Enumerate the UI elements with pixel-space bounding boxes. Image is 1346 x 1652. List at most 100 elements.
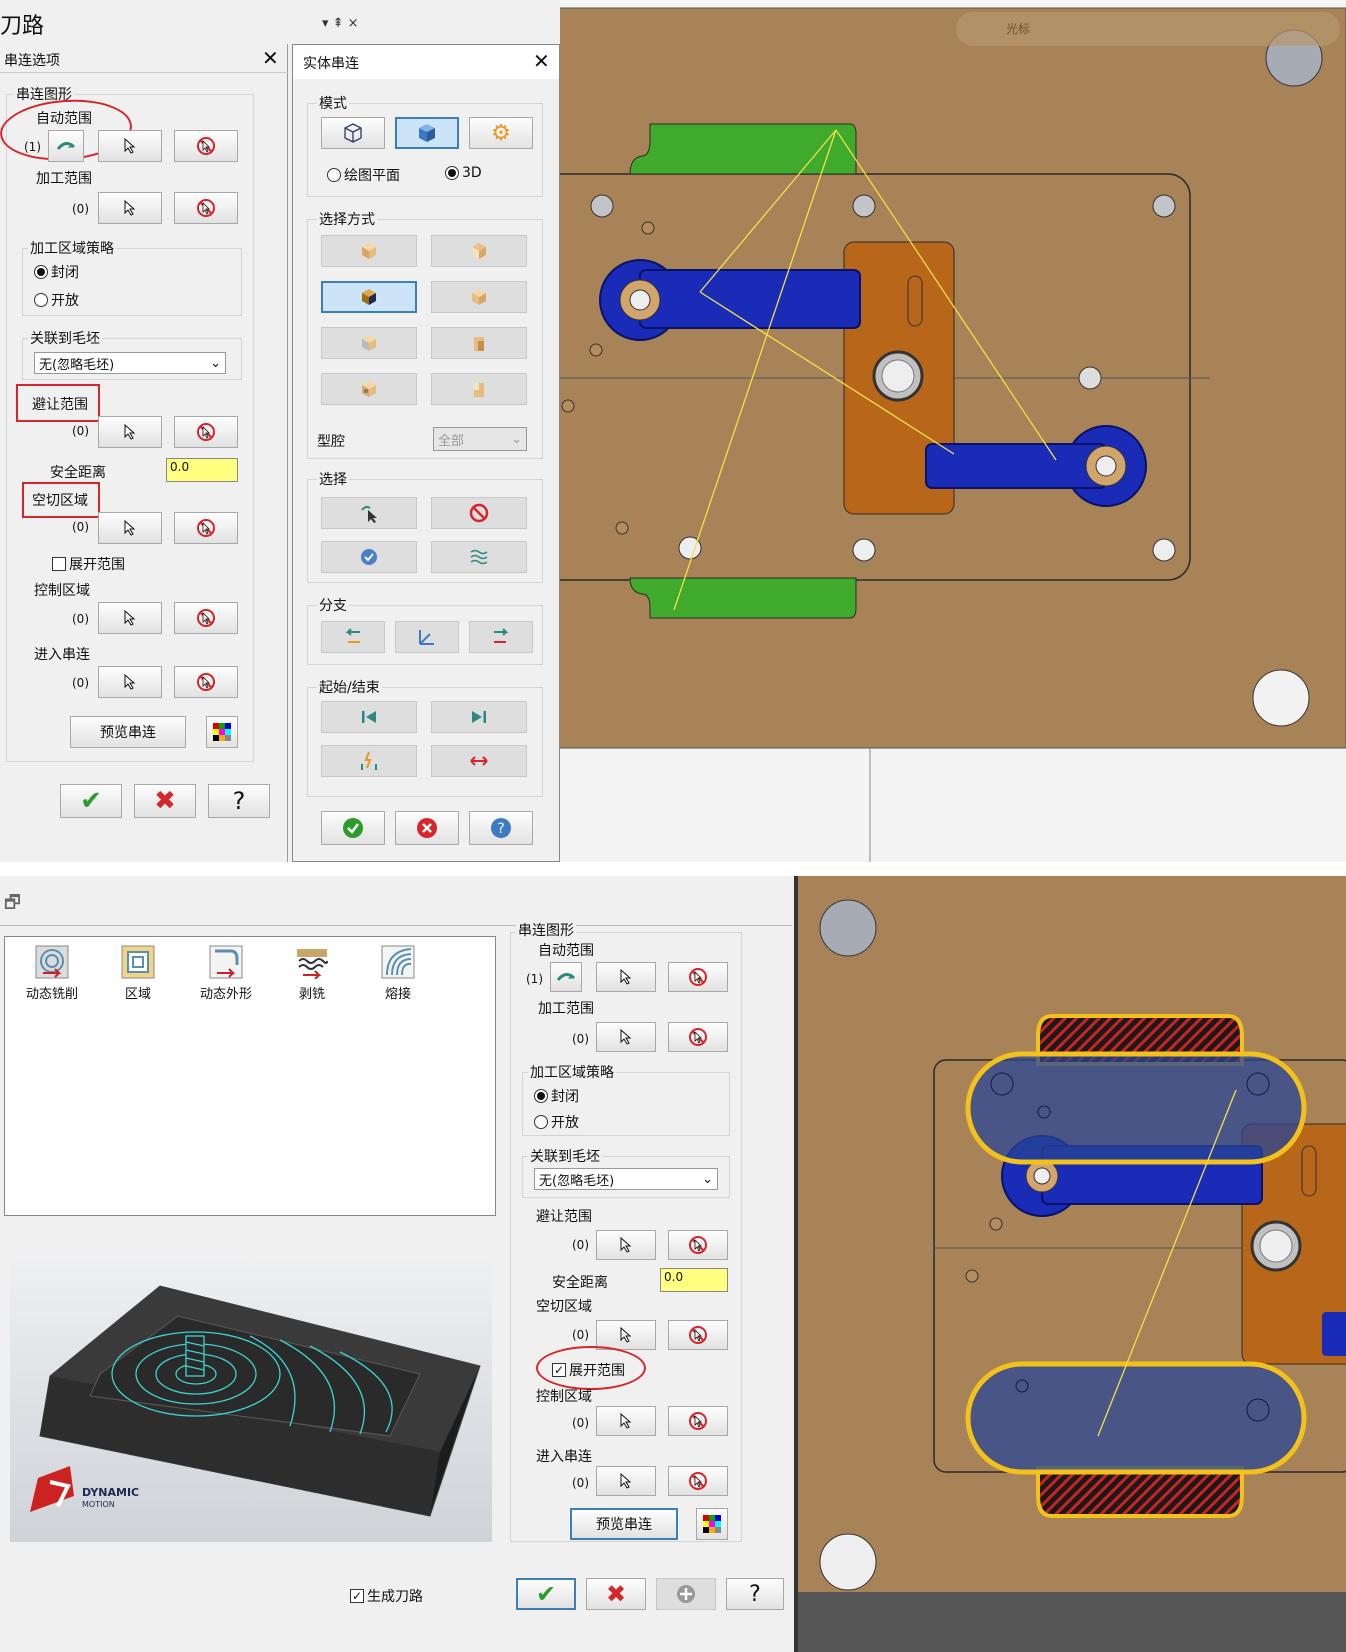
select-method-button-1[interactable] — [321, 235, 417, 267]
air-region-select-button[interactable] — [98, 512, 162, 544]
bottom-avoid-range-select-button[interactable] — [596, 1230, 656, 1260]
bottom-auto-range-select-button[interactable] — [596, 962, 656, 992]
close-icon[interactable]: ✕ — [533, 49, 550, 73]
solid-help-button[interactable]: ? — [469, 811, 533, 845]
bottom-preview-chain-button[interactable]: 预览串连 — [570, 1508, 678, 1540]
title-controls[interactable]: ▾ ⇞ × — [322, 16, 359, 31]
solid-ok-button[interactable] — [321, 811, 385, 845]
toolpath-label: 熔接 — [384, 987, 411, 1002]
bottom-cancel-button[interactable]: ✖ — [586, 1578, 646, 1610]
bottom-color-palette-button[interactable] — [696, 1508, 728, 1540]
bottom-entry-chain-select-button[interactable] — [596, 1466, 656, 1496]
draw-plane-radio[interactable]: 绘图平面 — [327, 165, 400, 185]
select-method-button-5[interactable] — [321, 327, 417, 359]
select-method-button-7[interactable] — [321, 373, 417, 405]
strategy-group — [22, 248, 242, 316]
top-viewport[interactable]: 光标 — [560, 0, 1346, 862]
safe-distance-input[interactable]: 0.0 — [166, 458, 238, 482]
toolpath-dynamic-contour[interactable]: 动态外形 — [191, 945, 261, 1002]
stock-select[interactable]: 无(忽略毛坯)⌄ — [34, 352, 226, 374]
branch-label: 分支 — [317, 595, 349, 615]
bottom-safe-distance-input[interactable]: 0.0 — [660, 1268, 728, 1292]
window-close-icon[interactable]: 🗗 — [4, 892, 21, 913]
settings-button[interactable]: ⚙ — [469, 117, 533, 149]
blend-icon — [381, 945, 415, 979]
cancel-button[interactable]: ✖ — [134, 784, 196, 818]
select-method-button-8[interactable] — [431, 373, 527, 405]
bottom-viewport[interactable] — [794, 876, 1346, 1652]
bottom-air-region-clear-button[interactable] — [668, 1320, 728, 1350]
bottom-avoid-range-clear-button[interactable] — [668, 1230, 728, 1260]
bottom-control-region-select-button[interactable] — [596, 1406, 656, 1436]
control-region-select-button[interactable] — [98, 602, 162, 634]
wireframe-mode-button[interactable] — [321, 117, 385, 149]
gear-icon: ⚙ — [491, 120, 511, 146]
bottom-expand-range-checkbox[interactable]: ✓展开范围 — [552, 1360, 625, 1380]
avoid-range-clear-button[interactable] — [174, 416, 238, 448]
expand-range-checkbox[interactable]: 展开范围 — [52, 554, 125, 574]
bottom-open-radio[interactable]: 开放 — [534, 1112, 579, 1132]
bottom-control-region-clear-button[interactable] — [668, 1406, 728, 1436]
bottom-ok-button[interactable]: ✔ — [516, 1578, 576, 1610]
select-method-button-4[interactable] — [431, 281, 527, 313]
entry-chain-select-button[interactable] — [98, 666, 162, 698]
select-last-button[interactable] — [321, 497, 417, 529]
auto-range-chain-button[interactable] — [48, 130, 84, 162]
three-d-radio[interactable]: 3D — [445, 165, 482, 181]
avoid-range-select-button[interactable] — [98, 416, 162, 448]
entry-chain-clear-button[interactable] — [174, 666, 238, 698]
bottom-auto-count: (1) — [526, 972, 543, 986]
generate-toolpath-checkbox[interactable]: ✓生成刀路 — [350, 1586, 423, 1606]
bottom-machining-range-select-button[interactable] — [596, 1022, 656, 1052]
skip-end-icon — [472, 711, 486, 723]
bottom-air-region-select-button[interactable] — [596, 1320, 656, 1350]
bottom-closed-radio[interactable]: 封闭 — [534, 1086, 579, 1106]
preview-chain-button[interactable]: 预览串连 — [70, 716, 186, 748]
closed-radio[interactable]: 封闭 — [34, 262, 79, 282]
air-region-clear-button[interactable] — [174, 512, 238, 544]
end-button[interactable] — [431, 701, 527, 733]
bottom-entry-count: (0) — [572, 1476, 589, 1490]
solid-mode-button[interactable] — [395, 117, 459, 149]
cursor-icon — [620, 1237, 632, 1253]
bottom-entry-chain-clear-button[interactable] — [668, 1466, 728, 1496]
toolpath-peel-mill[interactable]: 剥铣 — [279, 945, 345, 1002]
auto-range-select-button[interactable] — [98, 130, 162, 162]
control-region-clear-button[interactable] — [174, 602, 238, 634]
ok-button[interactable]: ✔ — [60, 784, 122, 818]
select-similar-button[interactable] — [321, 541, 417, 573]
branch-forward-button[interactable] — [469, 621, 533, 653]
open-radio[interactable]: 开放 — [34, 290, 79, 310]
bottom-add-button[interactable] — [656, 1578, 716, 1610]
branch-axis-button[interactable] — [395, 621, 459, 653]
start-button[interactable] — [321, 701, 417, 733]
toolpath-blend[interactable]: 熔接 — [365, 945, 431, 1002]
dynamic-start-button[interactable] — [321, 745, 417, 777]
reverse-button[interactable] — [431, 745, 527, 777]
bottom-help-button[interactable]: ? — [726, 1578, 784, 1610]
bottom-machining-range-label: 加工范围 — [538, 1001, 594, 1017]
bottom-auto-range-chain-button[interactable] — [550, 962, 582, 992]
close-icon[interactable]: ✕ — [262, 46, 279, 70]
bottom-machining-range-clear-button[interactable] — [668, 1022, 728, 1052]
auto-range-clear-button[interactable] — [174, 130, 238, 162]
select-method-button-2[interactable] — [431, 235, 527, 267]
add-circle-icon — [677, 1585, 695, 1603]
select-method-button-3[interactable] — [321, 281, 417, 313]
solid-cancel-button[interactable] — [395, 811, 459, 845]
select-method-button-6[interactable] — [431, 327, 527, 359]
bottom-auto-range-clear-button[interactable] — [668, 962, 728, 992]
toolpath-area[interactable]: 区域 — [105, 945, 171, 1002]
machining-range-clear-button[interactable] — [174, 192, 238, 224]
deselect-button[interactable] — [431, 497, 527, 529]
select-wave-button[interactable] — [431, 541, 527, 573]
color-palette-button[interactable] — [206, 716, 238, 748]
color-palette-icon — [213, 723, 231, 741]
help-button[interactable]: ? — [208, 784, 270, 818]
bottom-stock-select[interactable]: 无(忽略毛坯)⌄ — [534, 1168, 718, 1190]
toolpath-list: 动态铣削 区域 动态外形 剥铣 熔接 — [4, 936, 496, 1216]
toolpath-dynamic-mill[interactable]: 动态铣削 — [19, 945, 85, 1002]
machining-range-select-button[interactable] — [98, 192, 162, 224]
branch-back-button[interactable] — [321, 621, 385, 653]
cavity-select[interactable]: 全部⌄ — [433, 427, 527, 451]
